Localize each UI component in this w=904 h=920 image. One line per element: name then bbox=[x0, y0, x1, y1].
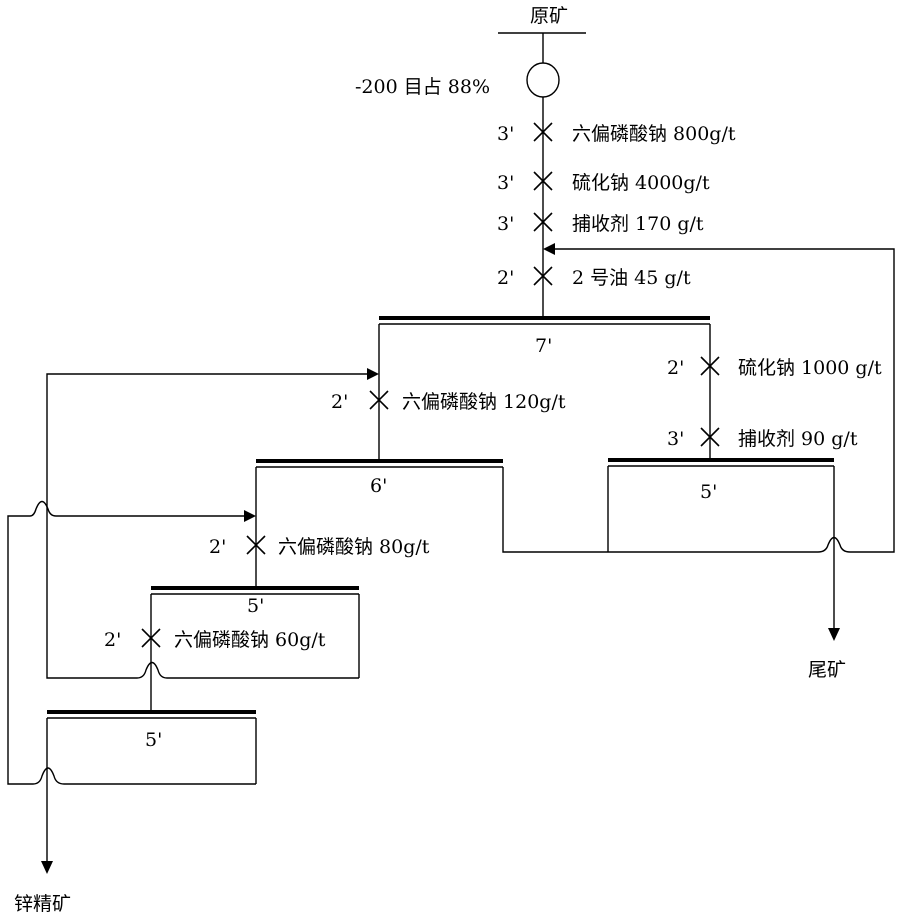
svg-text:六偏磷酸钠 80g/t: 六偏磷酸钠 80g/t bbox=[278, 536, 430, 558]
svg-text:捕收剂 90 g/t: 捕收剂 90 g/t bbox=[738, 428, 858, 450]
cleaner1-tail-line bbox=[503, 467, 608, 552]
svg-text:2': 2' bbox=[497, 267, 514, 289]
rougher-time: 7' bbox=[535, 335, 552, 357]
concentrate-arrow-icon bbox=[41, 861, 53, 874]
svg-text:六偏磷酸钠 60g/t: 六偏磷酸钠 60g/t bbox=[174, 629, 326, 651]
svg-text:捕收剂 170 g/t: 捕收剂 170 g/t bbox=[572, 213, 704, 235]
scavenger-reagent-1: 2' 硫化钠 1000 g/t bbox=[667, 357, 882, 379]
svg-text:六偏磷酸钠 120g/t: 六偏磷酸钠 120g/t bbox=[402, 391, 566, 413]
cleaner3-return-arrow-icon bbox=[244, 510, 256, 522]
feed-label: 原矿 bbox=[530, 5, 568, 27]
cleaner1-reagent: 2' 六偏磷酸钠 120g/t bbox=[331, 391, 566, 413]
cleaner2-reagent: 2' 六偏磷酸钠 80g/t bbox=[209, 536, 430, 558]
rougher-reagent-2: 3' 硫化钠 4000g/t bbox=[497, 172, 710, 194]
rougher-cell: 7' bbox=[379, 318, 710, 357]
grinding-mill-icon bbox=[527, 63, 559, 97]
cleaner2-return-arrow-icon bbox=[367, 368, 379, 380]
svg-text:2 号油 45 g/t: 2 号油 45 g/t bbox=[572, 267, 691, 289]
scavenger-return-line bbox=[553, 249, 894, 552]
grinding-label: -200 目占 88% bbox=[355, 76, 490, 98]
svg-text:3': 3' bbox=[497, 213, 514, 235]
cleaner1-cell: 6' bbox=[256, 461, 503, 497]
rougher-reagent-4: 2' 2 号油 45 g/t bbox=[497, 267, 691, 289]
rougher-reagent-1: 3' 六偏磷酸钠 800g/t bbox=[497, 123, 736, 145]
svg-text:六偏磷酸钠 800g/t: 六偏磷酸钠 800g/t bbox=[572, 123, 736, 145]
svg-text:2': 2' bbox=[667, 357, 684, 379]
scavenger-reagent-2: 3' 捕收剂 90 g/t bbox=[667, 428, 858, 450]
svg-text:3': 3' bbox=[667, 428, 684, 450]
svg-text:硫化钠 4000g/t: 硫化钠 4000g/t bbox=[572, 172, 710, 194]
svg-text:硫化钠 1000 g/t: 硫化钠 1000 g/t bbox=[738, 357, 882, 379]
svg-text:2': 2' bbox=[104, 629, 121, 651]
scavenger-cell: 5' bbox=[608, 460, 834, 552]
return-arrow-icon bbox=[543, 243, 555, 255]
rougher-reagent-3: 3' 捕收剂 170 g/t bbox=[497, 213, 704, 235]
tailings-label: 尾矿 bbox=[808, 659, 846, 681]
svg-text:2': 2' bbox=[331, 391, 348, 413]
scavenger-time: 5' bbox=[700, 481, 717, 503]
cleaner2-time: 5' bbox=[247, 595, 264, 617]
concentrate-label: 锌精矿 bbox=[14, 893, 71, 915]
tailings-arrow-icon bbox=[828, 628, 840, 641]
cleaner3-time: 5' bbox=[145, 729, 162, 751]
cleaner1-time: 6' bbox=[370, 475, 387, 497]
svg-text:2': 2' bbox=[209, 536, 226, 558]
svg-text:3': 3' bbox=[497, 172, 514, 194]
svg-text:3': 3' bbox=[497, 123, 514, 145]
cleaner3-cell: 5' bbox=[47, 712, 256, 784]
cleaner3-reagent: 2' 六偏磷酸钠 60g/t bbox=[104, 629, 326, 651]
